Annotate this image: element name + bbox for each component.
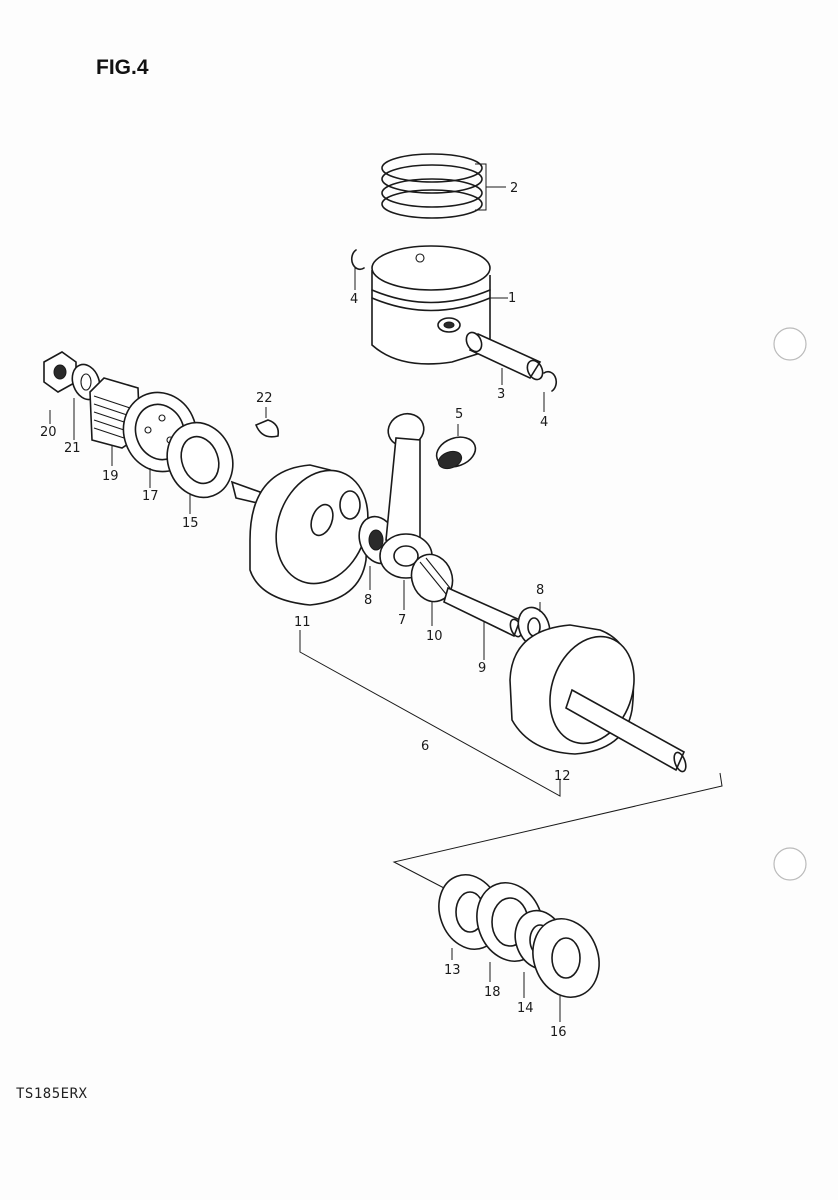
callout-3: 3 — [497, 387, 505, 402]
callout-14: 14 — [517, 1001, 534, 1016]
piston-pin-circlip-left[interactable] — [351, 249, 365, 290]
piston-pin[interactable] — [463, 330, 545, 385]
callout-11: 11 — [294, 615, 311, 630]
callout-2: 2 — [510, 181, 518, 196]
callout-8: 8 — [536, 583, 544, 598]
piston-pin-circlip-right[interactable] — [543, 370, 557, 412]
callout-4: 4 — [350, 292, 358, 307]
right-crank-flywheel[interactable] — [509, 624, 688, 773]
leader-lines — [49, 398, 561, 1022]
woodruff-key[interactable] — [254, 407, 280, 438]
big-end-bearing[interactable] — [405, 549, 459, 608]
piston[interactable] — [371, 245, 508, 365]
callout-18: 18 — [484, 985, 501, 1000]
assembly-bracket — [299, 630, 561, 797]
callout-13: 13 — [444, 963, 461, 978]
punch-hole-top — [773, 327, 807, 361]
callout-6: 6 — [421, 739, 429, 754]
crankshaft-nut[interactable] — [43, 351, 77, 393]
left-crank-flywheel[interactable] — [230, 457, 383, 606]
callout-5: 5 — [455, 407, 463, 422]
explode-connector — [392, 772, 723, 889]
figure-title: FIG.4 — [96, 56, 149, 79]
callout-22: 22 — [256, 391, 273, 406]
callout-12: 12 — [554, 769, 571, 784]
punch-hole-bottom — [773, 847, 807, 881]
callout-15: 15 — [182, 516, 199, 531]
callout-19: 19 — [102, 469, 119, 484]
callout-20: 20 — [40, 425, 57, 440]
oil-seal-left[interactable] — [157, 413, 243, 506]
callout-21: 21 — [64, 441, 81, 456]
callout-1: 1 — [508, 291, 516, 306]
callout-17: 17 — [142, 489, 159, 504]
piston-rings[interactable] — [381, 153, 506, 219]
connecting-rod[interactable] — [379, 409, 433, 579]
callout-labels: 2 1 4 3 4 22 5 20 21 19 17 15 8 7 10 8 9… — [40, 181, 571, 1040]
crank-pin[interactable] — [443, 586, 524, 660]
callout-9: 9 — [478, 661, 486, 676]
callout-8: 8 — [364, 593, 372, 608]
callout-4: 4 — [540, 415, 548, 430]
callout-7: 7 — [398, 613, 406, 628]
model-code: TS185ERX — [16, 1086, 88, 1102]
small-end-bearing[interactable] — [432, 424, 479, 472]
oil-seal-right[interactable] — [522, 909, 610, 1006]
callout-10: 10 — [426, 629, 443, 644]
callout-16: 16 — [550, 1025, 567, 1040]
